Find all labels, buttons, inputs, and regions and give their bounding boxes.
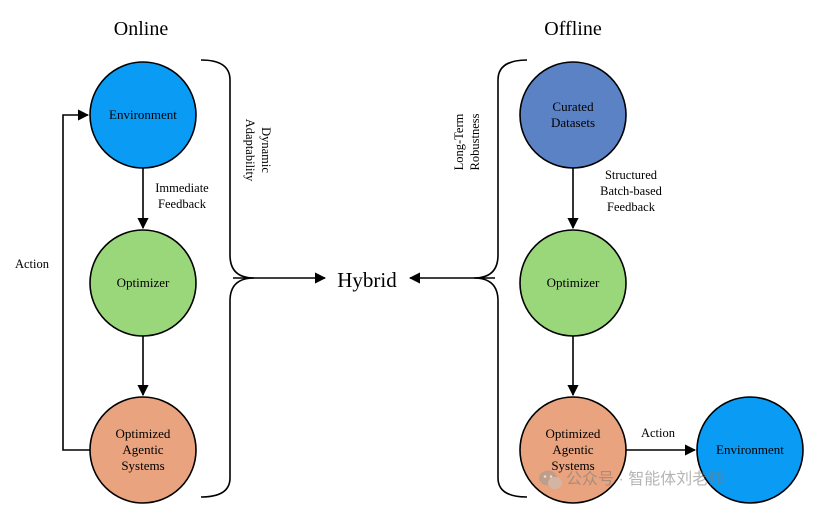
online-feedback-label-line-1: Immediate (155, 181, 209, 195)
online-bracket-label: Dynamic Adaptability (243, 119, 273, 182)
offline-bracket-label-line-1: Long-Term (452, 113, 466, 170)
offline-datasets-node: Curated Datasets (519, 61, 627, 169)
online-bracket-label-line-1: Dynamic (259, 127, 273, 173)
online-action-label: Action (15, 257, 50, 271)
offline-feedback-label-line-3: Feedback (607, 200, 656, 214)
offline-datasets-label-line-1: Curated (552, 99, 594, 114)
hybrid-label: Hybrid (337, 268, 397, 292)
offline-bracket-label: Long-Term Robustness (452, 113, 482, 170)
wechat-icon (539, 470, 562, 489)
online-title: Online (114, 18, 169, 40)
offline-feedback-label-line-2: Batch-based (600, 184, 663, 198)
online-optimizer-label: Optimizer (117, 275, 170, 290)
offline-agentic-label-line-3: Systems (551, 458, 594, 473)
offline-bracket-label-line-2: Robustness (468, 113, 482, 170)
online-feedback-label-line-2: Feedback (158, 197, 207, 211)
watermark: 公众号 · 智能体刘老师 (539, 470, 724, 489)
offline-optimizer-node: Optimizer (519, 229, 627, 337)
online-agentic-node: Optimized Agentic Systems (89, 396, 197, 504)
offline-datasets-label-line-2: Datasets (551, 115, 595, 130)
offline-action-label: Action (641, 426, 676, 440)
offline-agentic-label-line-1: Optimized (546, 426, 601, 441)
online-action-loop-arrow (62, 109, 90, 451)
online-optimizer-node: Optimizer (89, 229, 197, 337)
online-bracket-label-line-2: Adaptability (243, 119, 257, 182)
offline-environment-node: Environment (696, 396, 804, 504)
online-environment-node: Environment (89, 61, 197, 169)
online-agentic-label-line-3: Systems (121, 458, 164, 473)
online-environment-label: Environment (109, 107, 177, 122)
offline-title: Offline (544, 18, 602, 40)
offline-agentic-label-line-2: Agentic (552, 442, 593, 457)
online-agentic-label-line-1: Optimized (116, 426, 171, 441)
offline-feedback-label-line-1: Structured (605, 168, 658, 182)
online-agentic-label-line-2: Agentic (122, 442, 163, 457)
offline-optimizer-label: Optimizer (547, 275, 600, 290)
offline-environment-circle (696, 396, 804, 504)
watermark-text: 公众号 · 智能体刘老师 (566, 470, 724, 488)
offline-environment-label: Environment (716, 442, 784, 457)
